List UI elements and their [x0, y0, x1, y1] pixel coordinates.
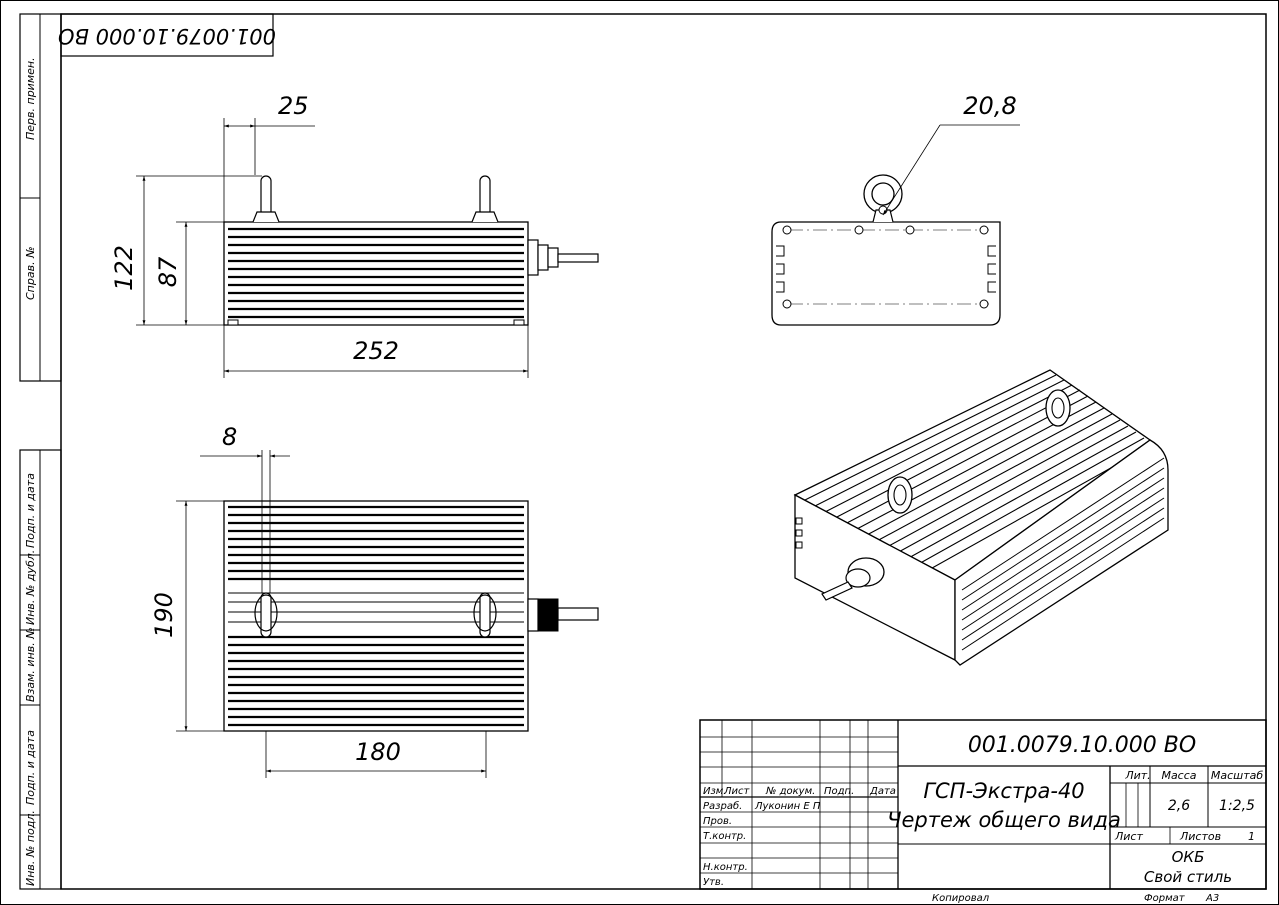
prov-label: Пров.	[703, 816, 732, 827]
label-sprav-no: Справ. №	[24, 246, 37, 300]
sheet-header: Лист	[1114, 830, 1143, 843]
rotated-code: 001.0079.10.000 ВО	[58, 24, 276, 48]
scale-value: 1:2,5	[1219, 798, 1255, 814]
end-view	[771, 124, 1020, 326]
dim-top-offset: 8	[222, 423, 237, 451]
hdr-izm: Изм.	[703, 786, 727, 797]
mass-header: Масса	[1161, 769, 1196, 782]
hdr-list: Лист	[723, 786, 751, 797]
top-view	[223, 500, 599, 732]
dim-length: 252	[353, 337, 399, 365]
razrab-name: Луконин Е П	[754, 801, 821, 812]
title-block	[699, 719, 1267, 890]
drawing-type: Чертеж общего вида	[887, 808, 1121, 832]
label-podp-data-1: Подп. и дата	[24, 473, 37, 548]
label-podp-data-2: Подп. и дата	[24, 730, 37, 805]
label-perv-primen: Перв. примен.	[24, 57, 37, 140]
dim-height-body: 87	[154, 256, 182, 287]
sheets-value: 1	[1248, 830, 1255, 843]
product-name: ГСП-Экстра-40	[923, 779, 1084, 803]
format-label: Формат	[1144, 893, 1186, 904]
front-view	[223, 175, 599, 326]
rotated-code-box: 001.0079.10.000 ВО	[58, 13, 276, 57]
razrab-label: Разраб.	[703, 800, 742, 812]
org-line1: ОКБ	[1172, 848, 1205, 866]
tkontr-label: Т.контр.	[703, 831, 746, 842]
dim-width: 190	[150, 592, 178, 638]
nkontr-label: Н.контр.	[703, 862, 748, 873]
dim-height-total: 122	[110, 245, 138, 291]
isometric-view	[793, 369, 1169, 666]
front-dims	[136, 118, 529, 378]
dim-eyebolt: 20,8	[963, 92, 1016, 120]
utv-label: Утв.	[703, 877, 724, 888]
hdr-dokum: № докум.	[765, 786, 815, 797]
sheets-header: Листов	[1179, 830, 1221, 843]
label-inv-podl: Инв. № подл.	[24, 810, 37, 886]
doc-code: 001.0079.10.000 ВО	[968, 733, 1196, 758]
org-line2: Свой стиль	[1144, 868, 1232, 886]
title-block-text: 001.0079.10.000 ВО ГСП-Экстра-40 Чертеж …	[703, 733, 1263, 904]
mass-value: 2,6	[1168, 798, 1190, 814]
hdr-podp: Подп.	[824, 786, 854, 797]
label-vzam-inv: Взам. инв. №	[24, 627, 37, 702]
label-inv-dubl: Инв. № дубл.	[24, 550, 37, 625]
scale-header: Масштаб	[1211, 769, 1263, 782]
dim-side-width: 25	[278, 92, 309, 120]
format-value: А3	[1205, 893, 1219, 904]
top-dims	[176, 450, 487, 778]
lit-header: Лит.	[1124, 769, 1150, 782]
kopiroval-label: Копировал	[932, 893, 990, 904]
left-strip: Перв. примен. Справ. № Подп. и дата Инв.…	[19, 13, 62, 890]
dim-mount-span: 180	[355, 738, 401, 766]
hdr-data: Дата	[869, 786, 896, 797]
